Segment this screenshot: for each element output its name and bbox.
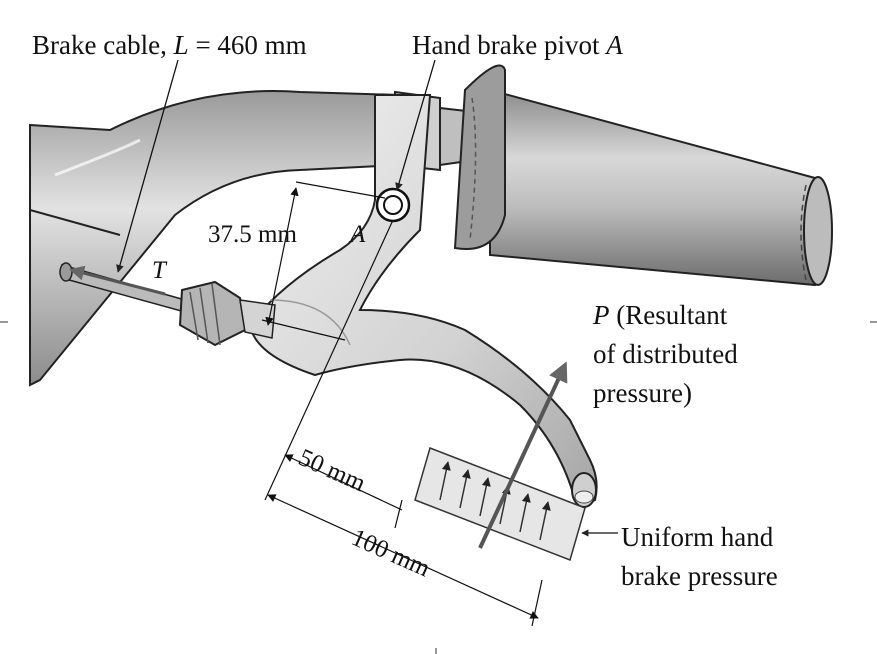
dim-37-5-label: 37.5 mm [208,221,297,248]
brake-cable-label: Brake cable, L = 460 mm [32,30,307,60]
pivot-a [375,187,411,223]
resultant-p-arrow [478,361,568,549]
point-a-label: A [350,221,366,248]
hand-brake-pivot-label: Hand brake pivot A [412,30,623,60]
pivot-leader [395,59,436,191]
pivot-reference-line [264,219,394,501]
dim-100-lines [267,494,543,627]
dim-37-5-lines [261,181,386,341]
resultant-p-label: P (Resultant of distributed pressure) [593,300,738,409]
handlebar-grip [453,64,833,287]
uniform-pressure-label: Uniform hand brake pressure [621,522,778,592]
tension-arrow [69,265,166,296]
brake-cable-leader [116,59,179,273]
tension-label: T [152,257,166,284]
